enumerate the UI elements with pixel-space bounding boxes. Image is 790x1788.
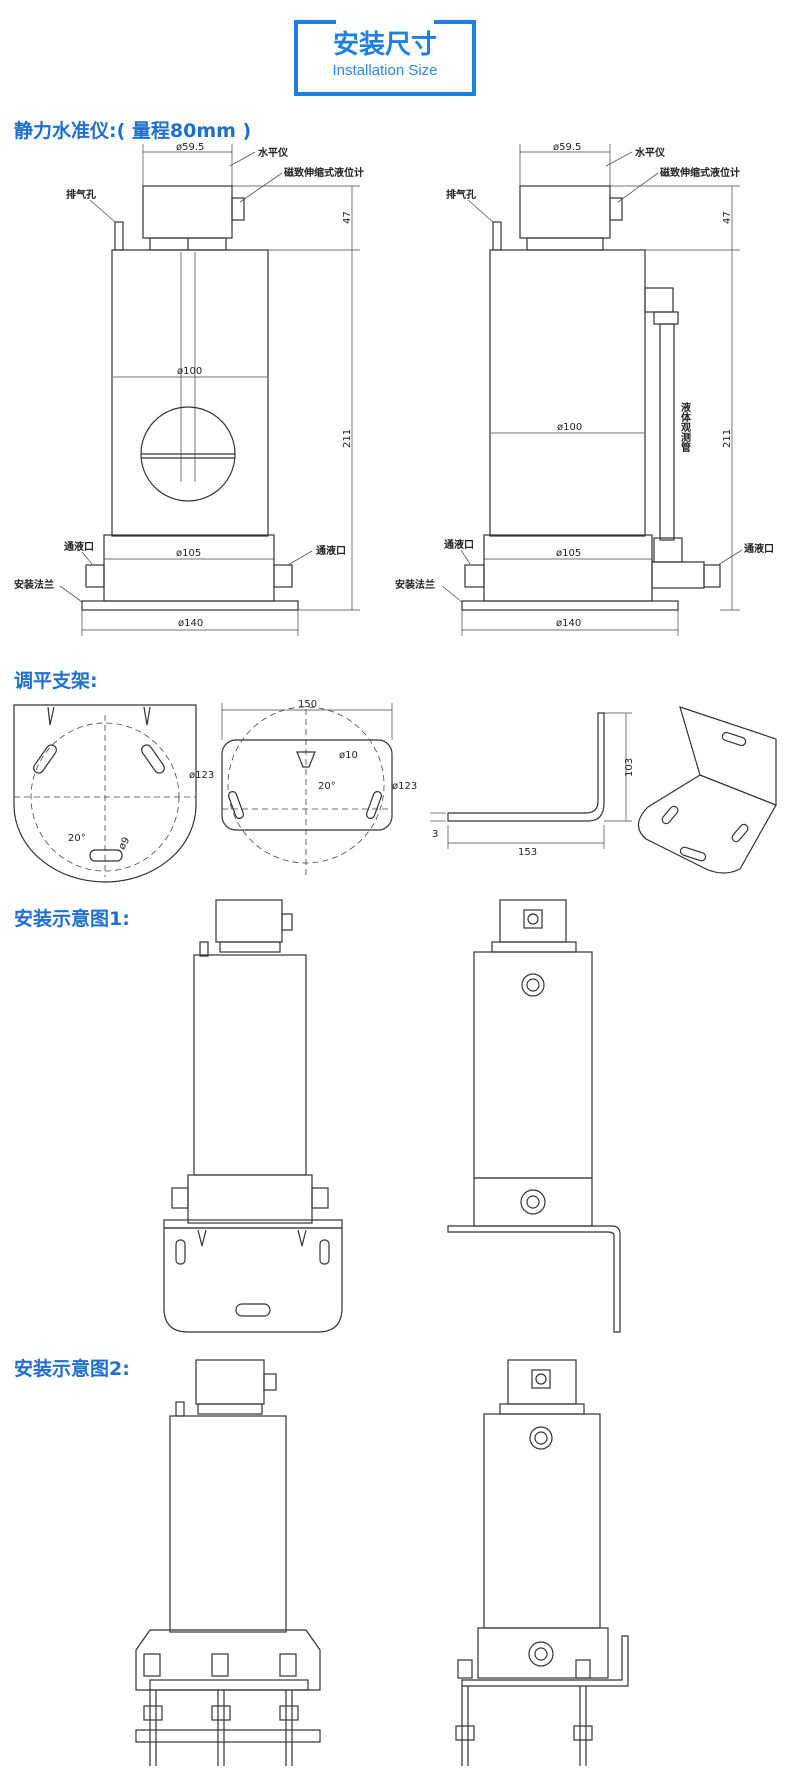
dim-d105-right: ø105 [556, 548, 581, 559]
bracket-top-view: 150 ø10 20° ø123 [221, 699, 417, 875]
install1-drawings [163, 899, 621, 1333]
dim-d9: ø9 [117, 835, 133, 851]
dim-d105-left: ø105 [176, 548, 201, 559]
label-magnet-left: 磁致伸缩式液位计 [284, 166, 364, 179]
dim-h211-right: 211 [722, 429, 733, 448]
bracket-side-view: 103 3 153 [430, 712, 635, 858]
dim-t3: 3 [432, 829, 438, 840]
dim-d123-top: ø123 [392, 781, 417, 792]
dim-d123-front: ø123 [189, 770, 214, 781]
install2-section-title: 安装示意图2: [14, 1358, 130, 1380]
label-port-left-b: 通液口 [316, 544, 346, 557]
header-subtitle: Installation Size [332, 62, 438, 79]
dim-h47-left: 47 [342, 211, 353, 224]
bracket-drawings: ø123 20° ø9 150 ø10 20° ø123 103 3 153 [13, 699, 777, 883]
install2-left [135, 1359, 321, 1766]
header-title: 安装尺寸 [332, 30, 437, 60]
bracket-3d-view [637, 706, 777, 874]
label-magnet-right: 磁致伸缩式液位计 [660, 166, 740, 179]
install1-left [163, 899, 343, 1333]
level-gauge-drawings: ø59.5 水平仪 磁致伸缩式液位计 排气孔 ø100 ø105 通液口 通液口… [14, 142, 774, 636]
header-box: 安装尺寸 Installation Size [294, 18, 476, 98]
dim-d10: ø10 [339, 750, 358, 761]
install1-section-title: 安装示意图1: [14, 908, 130, 930]
dim-h103: 103 [624, 758, 635, 777]
label-vent-right: 排气孔 [446, 188, 476, 201]
label-level-right: 水平仪 [634, 146, 666, 159]
dim-d59-right: ø59.5 [553, 142, 581, 153]
header-frame [294, 20, 476, 96]
level-section-title: 静力水准仪:( 量程80mm ) [14, 120, 252, 142]
dim-h47-right: 47 [722, 211, 733, 224]
label-tube: 液体观测管 [679, 401, 691, 453]
install2-drawings [135, 1359, 629, 1766]
level-gauge-right: ø59.5 水平仪 磁致伸缩式液位计 排气孔 ø100 液体观测管 ø105 通… [395, 142, 774, 636]
dim-d59-left: ø59.5 [176, 142, 204, 153]
label-flange-right: 安装法兰 [395, 578, 435, 591]
label-port-left-a: 通液口 [64, 540, 94, 553]
bracket-section-title: 调平支架: [14, 670, 98, 692]
label-port-right-a: 通液口 [444, 538, 474, 551]
dim-w150: 150 [298, 699, 317, 710]
label-vent-left: 排气孔 [66, 188, 96, 201]
install2-right [455, 1359, 629, 1766]
bracket-front-view: ø123 20° ø9 [13, 704, 214, 883]
dim-d140-right: ø140 [556, 618, 581, 629]
dim-d100-right: ø100 [557, 422, 582, 433]
dim-h211-left: 211 [342, 429, 353, 448]
dim-w153: 153 [518, 847, 537, 858]
dim-deg20-top: 20° [318, 781, 336, 792]
label-level-left: 水平仪 [257, 146, 289, 159]
dim-deg20-front: 20° [68, 833, 86, 844]
dim-d100-left: ø100 [177, 366, 202, 377]
dim-d140-left: ø140 [178, 618, 203, 629]
level-gauge-left: ø59.5 水平仪 磁致伸缩式液位计 排气孔 ø100 ø105 通液口 通液口… [14, 142, 364, 636]
install1-right [447, 899, 621, 1333]
label-flange-left: 安装法兰 [14, 578, 54, 591]
label-port-right-b: 通液口 [744, 542, 774, 555]
